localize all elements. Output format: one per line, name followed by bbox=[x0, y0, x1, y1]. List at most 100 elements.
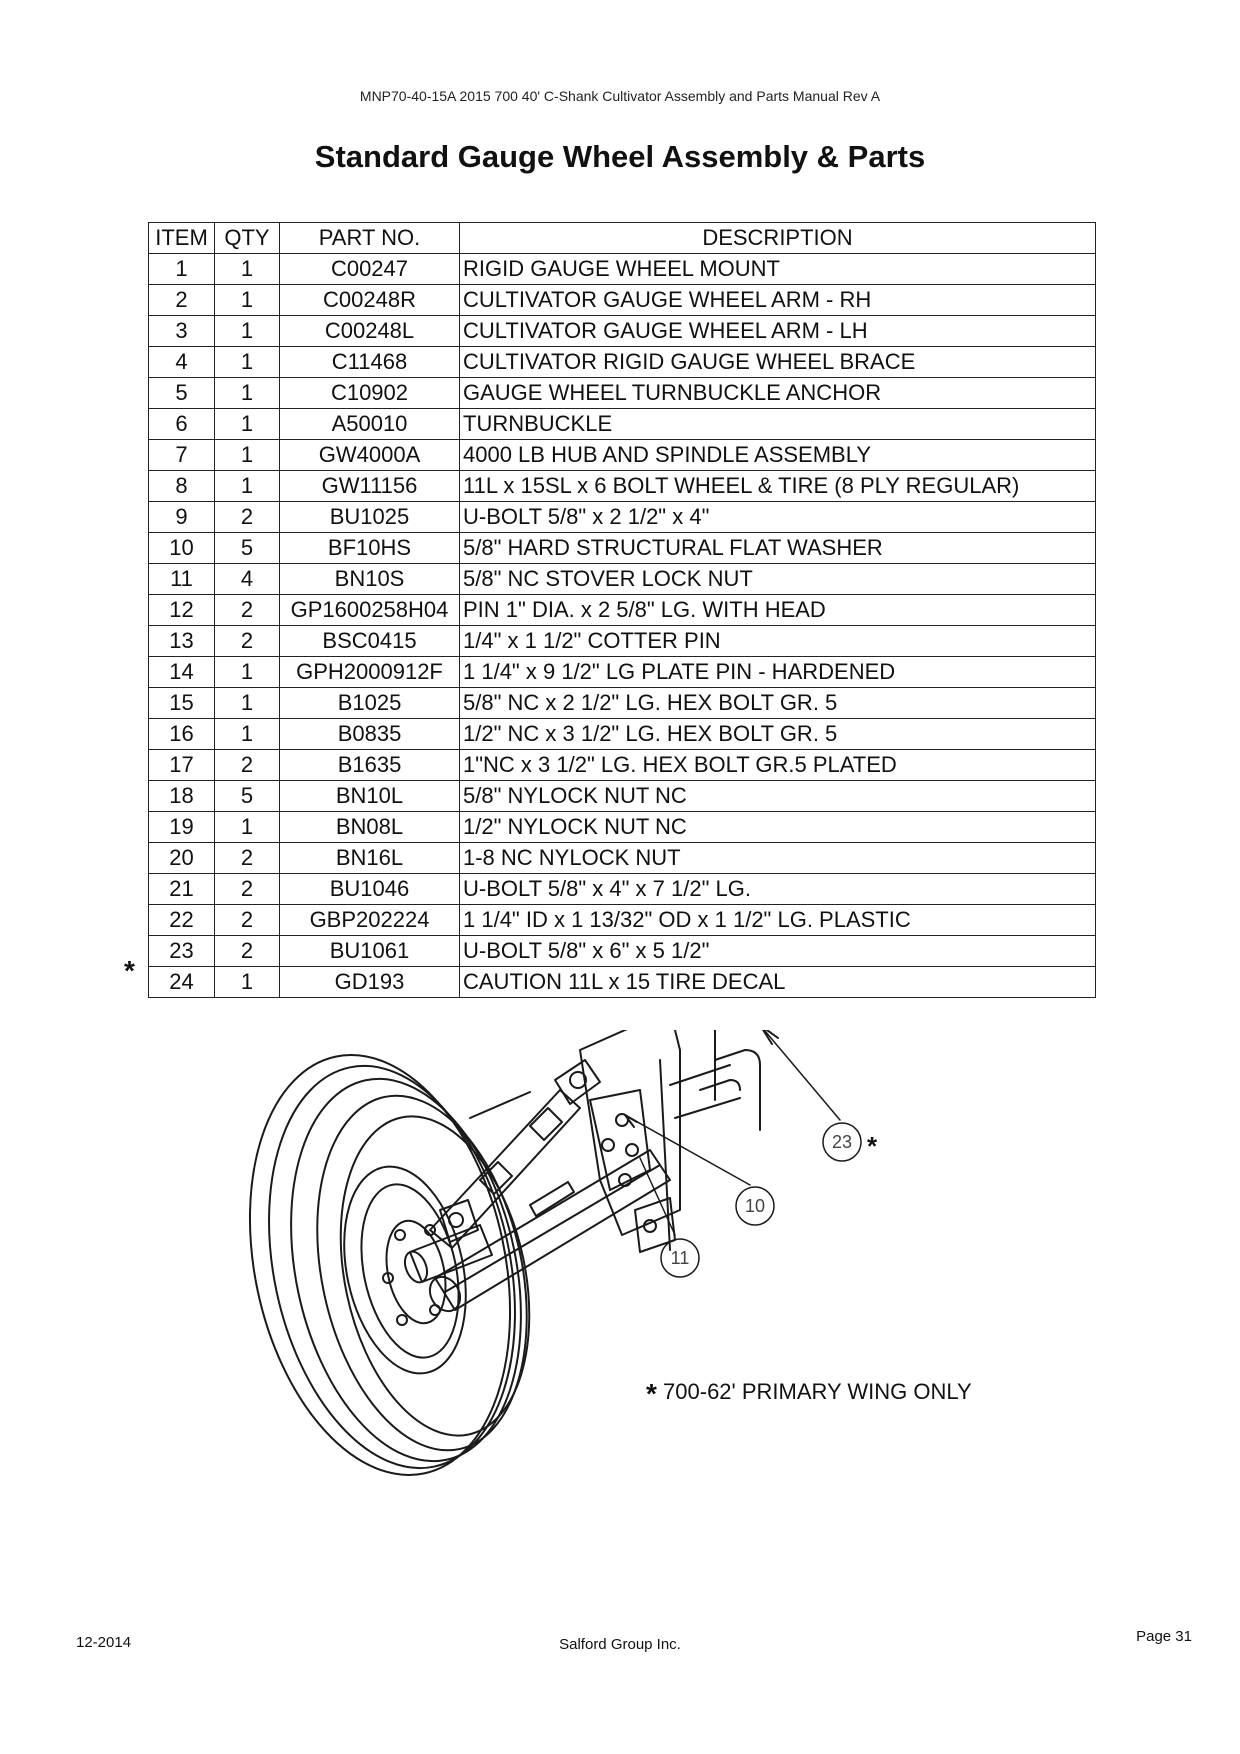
description-cell: CULTIVATOR GAUGE WHEEL ARM - LH bbox=[459, 315, 1096, 347]
item-cell: 9 bbox=[148, 501, 215, 533]
turnbuckle-illustration bbox=[429, 1059, 601, 1249]
item-cell: 15 bbox=[148, 687, 215, 719]
part-no-cell: BN08L bbox=[279, 811, 460, 843]
item-cell: 4 bbox=[148, 346, 215, 378]
qty-cell: 1 bbox=[214, 284, 280, 316]
column-header-item: ITEM bbox=[148, 222, 215, 254]
gauge-wheel-diagram: 23 * 10 11 bbox=[248, 1030, 878, 1476]
qty-cell: 1 bbox=[214, 439, 280, 471]
description-cell: GAUGE WHEEL TURNBUCKLE ANCHOR bbox=[459, 377, 1096, 409]
qty-cell: 1 bbox=[214, 966, 280, 998]
item-cell: 8 bbox=[148, 470, 215, 502]
description-cell: TURNBUCKLE bbox=[459, 408, 1096, 440]
hub-spindle-illustration bbox=[403, 1199, 493, 1284]
item-cell: 11 bbox=[148, 563, 215, 595]
description-cell: 5/8" NYLOCK NUT NC bbox=[459, 780, 1096, 812]
footer-date: 12-2014 bbox=[76, 1634, 132, 1651]
qty-cell: 1 bbox=[214, 253, 280, 285]
part-no-cell: B1025 bbox=[279, 687, 460, 719]
qty-cell: 2 bbox=[214, 873, 280, 905]
qty-cell: 1 bbox=[214, 656, 280, 688]
mount-plate-illustration bbox=[579, 1030, 681, 1253]
callout-10-label: 10 bbox=[745, 1196, 765, 1216]
qty-cell: 5 bbox=[214, 780, 280, 812]
footnote-text: 700-62' PRIMARY WING ONLY bbox=[663, 1379, 972, 1404]
item-cell: 12 bbox=[148, 594, 215, 626]
description-cell: 5/8" HARD STRUCTURAL FLAT WASHER bbox=[459, 532, 1096, 564]
description-cell: CULTIVATOR GAUGE WHEEL ARM - RH bbox=[459, 284, 1096, 316]
qty-cell: 1 bbox=[214, 687, 280, 719]
description-cell: U-BOLT 5/8" x 6" x 5 1/2" bbox=[459, 935, 1096, 967]
column-header-part-no: PART NO. bbox=[279, 222, 460, 254]
qty-cell: 1 bbox=[214, 811, 280, 843]
footnote-asterisk: * bbox=[646, 1378, 657, 1409]
item-cell: 24 bbox=[148, 966, 215, 998]
item-cell: 23 bbox=[148, 935, 215, 967]
description-cell: U-BOLT 5/8" x 4" x 7 1/2" LG. bbox=[459, 873, 1096, 905]
description-cell: CAUTION 11L x 15 TIRE DECAL bbox=[459, 966, 1096, 998]
qty-cell: 4 bbox=[214, 563, 280, 595]
item-cell: 3 bbox=[148, 315, 215, 347]
callout-23-circle bbox=[822, 1122, 862, 1162]
item-cell: 20 bbox=[148, 842, 215, 874]
qty-cell: 2 bbox=[214, 935, 280, 967]
part-no-cell: BU1046 bbox=[279, 873, 460, 905]
row-23-asterisk: * bbox=[124, 955, 135, 986]
description-cell: 4000 LB HUB AND SPINDLE ASSEMBLY bbox=[459, 439, 1096, 471]
description-cell: RIGID GAUGE WHEEL MOUNT bbox=[459, 253, 1096, 285]
column-header-description: DESCRIPTION bbox=[459, 222, 1096, 254]
item-cell: 6 bbox=[148, 408, 215, 440]
description-cell: 1/2" NYLOCK NUT NC bbox=[459, 811, 1096, 843]
part-no-cell: B1635 bbox=[279, 749, 460, 781]
qty-cell: 1 bbox=[214, 718, 280, 750]
qty-cell: 1 bbox=[214, 408, 280, 440]
column-header-qty: QTY bbox=[214, 222, 280, 254]
qty-cell: 2 bbox=[214, 501, 280, 533]
qty-cell: 2 bbox=[214, 842, 280, 874]
description-cell: 1 1/4" ID x 1 13/32" OD x 1 1/2" LG. PLA… bbox=[459, 904, 1096, 936]
part-no-cell: C00248L bbox=[279, 315, 460, 347]
item-cell: 13 bbox=[148, 625, 215, 657]
item-cell: 18 bbox=[148, 780, 215, 812]
qty-cell: 1 bbox=[214, 377, 280, 409]
qty-cell: 5 bbox=[214, 532, 280, 564]
description-cell: 1"NC x 3 1/2" LG. HEX BOLT GR.5 PLATED bbox=[459, 749, 1096, 781]
qty-cell: 1 bbox=[214, 346, 280, 378]
qty-cell: 2 bbox=[214, 904, 280, 936]
part-no-cell: B0835 bbox=[279, 718, 460, 750]
part-no-cell: GD193 bbox=[279, 966, 460, 998]
item-cell: 14 bbox=[148, 656, 215, 688]
part-no-cell: BN10L bbox=[279, 780, 460, 812]
part-no-cell: C11468 bbox=[279, 346, 460, 378]
item-cell: 16 bbox=[148, 718, 215, 750]
part-no-cell: BU1061 bbox=[279, 935, 460, 967]
document-header: MNP70-40-15A 2015 700 40' C-Shank Cultiv… bbox=[359, 88, 881, 104]
item-cell: 21 bbox=[148, 873, 215, 905]
qty-cell: 1 bbox=[214, 470, 280, 502]
page-title: Standard Gauge Wheel Assembly & Parts bbox=[314, 139, 926, 174]
callout-11-circle bbox=[660, 1238, 700, 1278]
qty-cell: 2 bbox=[214, 594, 280, 626]
item-cell: 5 bbox=[148, 377, 215, 409]
part-no-cell: A50010 bbox=[279, 408, 460, 440]
footnote: * 700-62' PRIMARY WING ONLY bbox=[646, 1378, 972, 1410]
item-cell: 2 bbox=[148, 284, 215, 316]
tire-illustration bbox=[248, 1054, 531, 1476]
